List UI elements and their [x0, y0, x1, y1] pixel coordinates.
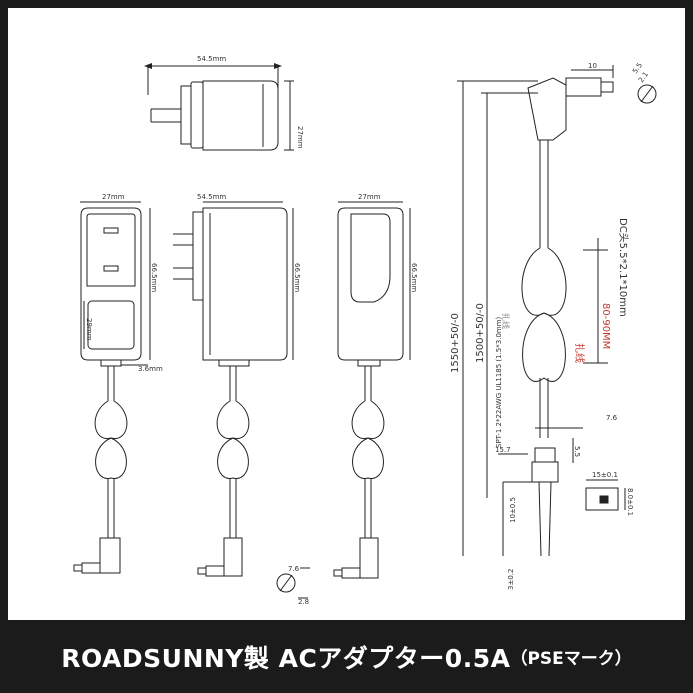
cable-back	[333, 366, 385, 579]
side-view	[173, 201, 294, 367]
cable-length-drawing	[457, 65, 657, 557]
dim-height-front: 66.5mm	[150, 263, 158, 292]
dim-10: 10±0.5	[509, 497, 517, 523]
coil-length: 80-90MM	[600, 303, 611, 349]
banner-subtitle: （PSEマーク）	[510, 649, 632, 669]
dim-15: 15±0.1	[592, 471, 618, 479]
dim-15-7: 15.7	[495, 446, 511, 454]
cable-side	[197, 366, 250, 577]
front-view	[80, 201, 151, 367]
dim-cable-length: 1500+50/-0	[475, 303, 486, 363]
dim-height-back: 66.5mm	[410, 263, 418, 292]
wire-spec: SPT-1 2*22AWG UL1185 (1.5*3.0mm)	[495, 316, 503, 448]
dim-plate: 29mm	[85, 318, 93, 341]
dim-side-width: 54.5mm	[197, 193, 226, 201]
dim-gap: 3.6mm	[138, 365, 163, 373]
back-view	[337, 201, 411, 367]
dim-height-side: 66.5mm	[293, 263, 301, 292]
product-banner: ROADSUNNY製 ACアダプター0.5A （PSEマーク）	[0, 620, 693, 693]
dim-7-6: 7.6	[606, 414, 618, 422]
dim-3: 3±0.2	[507, 569, 515, 590]
tie-label-upper: 扎线	[501, 313, 511, 329]
dim-small-b: 2.8	[298, 598, 309, 606]
dc-spec: DC头5.5*2.1*10mm	[617, 218, 629, 317]
dim-small-a: 7.6	[288, 565, 300, 573]
tie-label-lower: 扎线	[573, 343, 586, 363]
dim-5-5: 5.5	[573, 446, 581, 457]
dim-top-depth: 27mm	[296, 126, 304, 149]
plug-cross-section	[276, 567, 310, 599]
top-view	[144, 63, 294, 151]
dim-back-width: 27mm	[358, 193, 381, 201]
dim-plug-len: 10	[588, 62, 597, 70]
dim-top-width: 54.5mm	[197, 55, 226, 63]
technical-drawing: 54.5mm 27mm 54.5mm 27mm 27mm 66.5mm 66.5…	[73, 55, 657, 606]
dim-front-width: 27mm	[102, 193, 125, 201]
banner-title: ROADSUNNY製 ACアダプター0.5A	[61, 643, 511, 673]
dim-8: 8.0±0.1	[626, 488, 634, 516]
drawing-panel: 54.5mm 27mm 54.5mm 27mm 27mm 66.5mm 66.5…	[8, 8, 685, 620]
cable-front	[73, 366, 128, 574]
dim-total-length: 1550+50/-0	[450, 313, 461, 373]
